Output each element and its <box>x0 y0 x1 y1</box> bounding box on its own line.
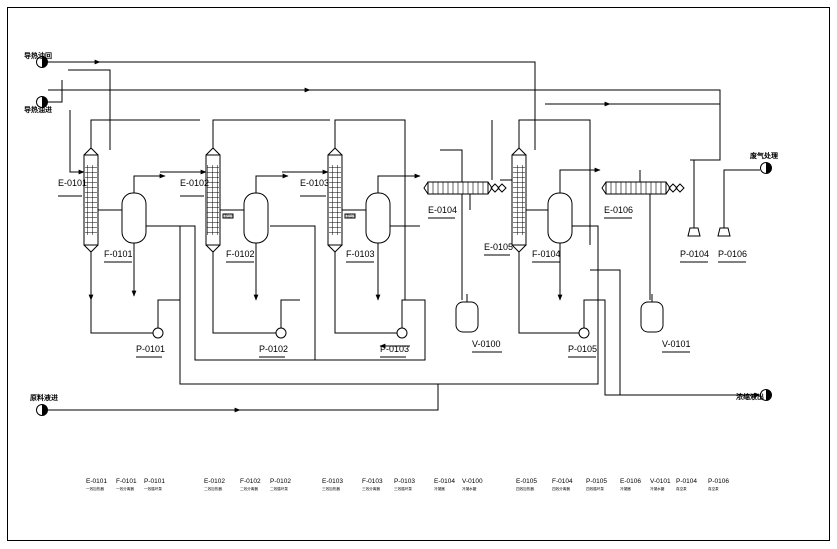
e0105-heater: E-0105 <box>484 119 591 256</box>
legend-desc-v0101: 冷凝水罐 <box>650 486 665 491</box>
legend-tag-f0103: F-0103 <box>362 478 383 485</box>
oil-supply-header: 导热油进 <box>24 80 721 175</box>
f0103-separator: F-0103 <box>342 173 421 301</box>
legend-desc-p0101: 一效循环泵 <box>144 486 162 491</box>
legend-desc-e0106: 冷凝器 <box>620 486 631 491</box>
p0106-vacuum-pump: P-0106 <box>717 169 760 263</box>
v0100-tank: V-0100 <box>455 294 502 353</box>
e0103-heater: E-0103 液位计 <box>282 119 406 300</box>
tag-p0102: P-0102 <box>259 344 288 354</box>
e0102-heater: E-0102 液位计 <box>160 119 330 253</box>
tag-p0106: P-0106 <box>718 249 747 259</box>
legend-desc-f0102: 二效分离器 <box>240 486 258 491</box>
legend-desc-p0103: 三效循环泵 <box>394 486 412 491</box>
tag-e0102: E-0102 <box>180 178 209 188</box>
e0104-condenser: E-0104 <box>423 120 507 300</box>
level-mark-e0102: 液位计 <box>224 213 233 218</box>
legend-desc-v0100: 冷凝水罐 <box>462 486 477 491</box>
tag-e0103: E-0103 <box>300 178 329 188</box>
tag-e0106: E-0106 <box>604 205 633 215</box>
legend-desc-e0101: 一效加热器 <box>86 486 104 491</box>
tag-p0104: P-0104 <box>680 249 709 259</box>
legend-tag-f0104: F-0104 <box>552 478 573 485</box>
e0106-condenser: E-0106 <box>601 170 685 300</box>
legend-tag-p0105: P-0105 <box>586 478 607 485</box>
v0101-tank: V-0101 <box>640 294 691 353</box>
legend-tag-p0104: P-0104 <box>676 478 697 485</box>
legend-desc-f0101: 一效分离器 <box>116 486 134 491</box>
legend-tag-f0101: F-0101 <box>116 478 137 485</box>
legend-tag-p0106: P-0106 <box>708 478 729 485</box>
f0101-separator: F-0101 <box>98 173 166 297</box>
legend-desc-p0102: 二效循环泵 <box>270 486 288 491</box>
f0102-separator: F-0102 <box>220 173 289 301</box>
drawing-frame <box>7 7 830 541</box>
legend-tag-e0102: E-0102 <box>204 478 225 485</box>
product-terminal: 浓缩液出 <box>736 389 772 401</box>
legend-tag-e0105: E-0105 <box>516 478 537 485</box>
level-mark-e0103: 液位计 <box>346 213 355 218</box>
tag-f0103: F-0103 <box>346 249 375 259</box>
legend-desc-e0105: 四效加热器 <box>516 486 534 491</box>
tag-f0104: F-0104 <box>532 249 561 259</box>
oil-return-header: 导热油回 <box>24 51 536 150</box>
legend-tag-e0101: E-0101 <box>86 478 107 485</box>
legend-tag-p0103: P-0103 <box>394 478 415 485</box>
tag-e0104: E-0104 <box>428 205 457 215</box>
legend-desc-p0105: 四效循环泵 <box>586 486 604 491</box>
stream-label-product: 浓缩液出 <box>736 392 764 401</box>
legend-desc-e0103: 三效加热器 <box>322 486 340 491</box>
legend: E-0101 一效加热器 F-0101 一效分离器 P-0101 一效循环泵 E… <box>86 478 729 491</box>
p0102-pump: P-0102 <box>212 252 300 358</box>
legend-tag-p0101: P-0101 <box>144 478 165 485</box>
legend-desc-f0103: 三效分离器 <box>362 486 380 491</box>
legend-tag-f0102: F-0102 <box>240 478 261 485</box>
feed-line: 原料液进 <box>30 225 599 416</box>
legend-tag-e0103: E-0103 <box>322 478 343 485</box>
tag-p0105: P-0105 <box>568 344 597 354</box>
legend-desc-p0106: 真空泵 <box>708 486 719 491</box>
legend-tag-p0102: P-0102 <box>270 478 291 485</box>
legend-desc-p0104: 真空泵 <box>676 486 687 491</box>
tag-p0103: P-0103 <box>380 344 409 354</box>
p0103-pump: P-0103 <box>194 252 426 361</box>
legend-desc-e0102: 二效加热器 <box>204 486 222 491</box>
legend-tag-e0104: E-0104 <box>434 478 455 485</box>
vent-terminal: 废气处理 <box>750 151 778 174</box>
legend-tag-e0106: E-0106 <box>620 478 641 485</box>
tag-f0101: F-0101 <box>104 249 133 259</box>
f0104-separator: F-0104 <box>526 167 601 301</box>
tag-f0102: F-0102 <box>226 249 255 259</box>
e0101-heater: E-0101 <box>58 119 200 253</box>
tag-v0101: V-0101 <box>662 339 691 349</box>
tag-v0100: V-0100 <box>472 339 501 349</box>
p0105-pump: P-0105 <box>518 252 761 398</box>
tag-p0101: P-0101 <box>136 344 165 354</box>
tag-e0105: E-0105 <box>484 242 513 252</box>
legend-desc-f0104: 四效分离器 <box>552 486 570 491</box>
stream-label-oil-supply: 导热油进 <box>24 105 52 114</box>
stream-label-oil-return: 导热油回 <box>24 51 52 60</box>
legend-desc-e0104: 冷凝器 <box>434 486 445 491</box>
p0101-pump: P-0101 <box>88 252 180 358</box>
tag-e0101: E-0101 <box>58 178 87 188</box>
legend-tag-v0101: V-0101 <box>650 478 671 485</box>
p0104-vacuum-pump: P-0104 <box>680 159 709 263</box>
legend-tag-v0100: V-0100 <box>462 478 483 485</box>
stream-label-feed: 原料液进 <box>30 393 58 402</box>
stream-label-vent: 废气处理 <box>750 151 778 160</box>
